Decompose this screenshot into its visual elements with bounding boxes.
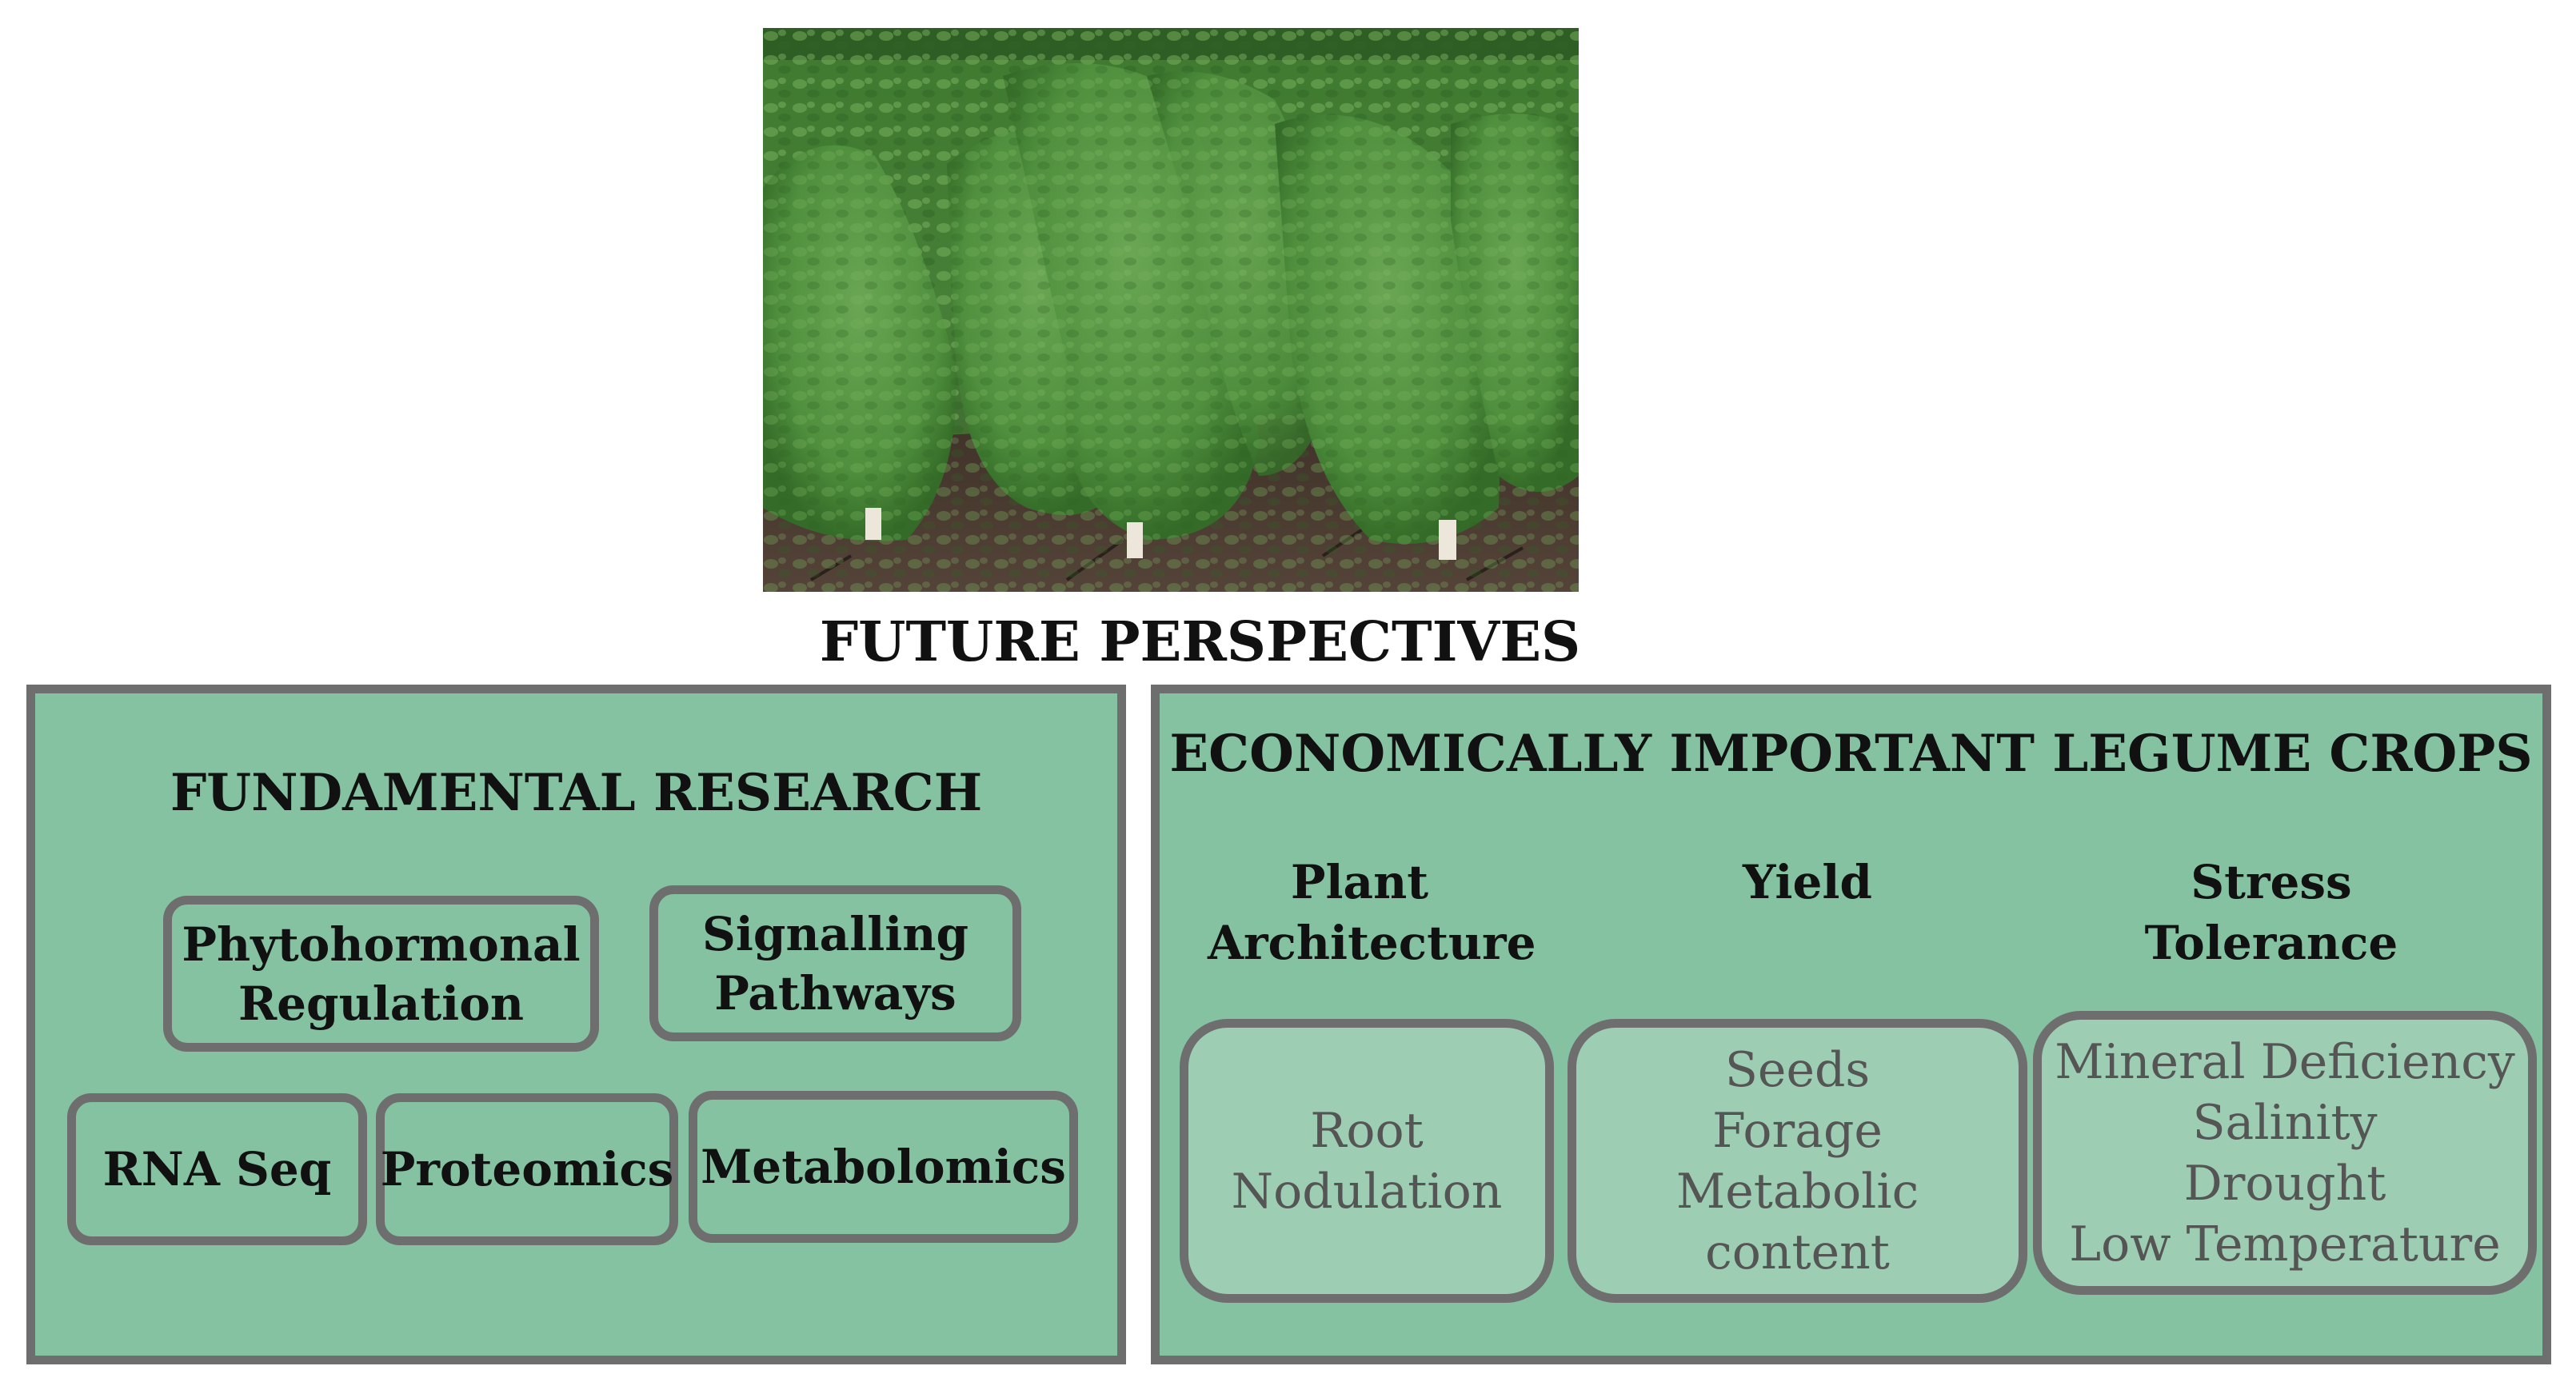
fundamental-research-panel: FUNDAMENTAL RESEARCH Phytohormonal Regul… — [26, 685, 1126, 1364]
stress-tolerance-box: Mineral Deficiency Salinity Drought Low … — [2033, 1011, 2537, 1295]
plant-architecture-box: Root Nodulation — [1180, 1019, 1554, 1303]
fundamental-research-heading: FUNDAMENTAL RESEARCH — [170, 763, 983, 823]
soybean-field-photo — [763, 28, 1579, 592]
yield-label: Yield — [1743, 855, 1872, 909]
main-title: FUTURE PERSPECTIVES — [819, 610, 1581, 674]
stress-tolerance-label: Stress Tolerance — [2144, 855, 2398, 970]
signalling-pathways-box: Signalling Pathways — [649, 885, 1021, 1041]
metabolomics-box: Metabolomics — [689, 1091, 1078, 1243]
yield-box: Seeds Forage Metabolic content — [1568, 1019, 2027, 1303]
legume-crops-panel: ECONOMICALLY IMPORTANT LEGUME CROPS Plan… — [1151, 685, 2551, 1364]
legume-crops-heading: ECONOMICALLY IMPORTANT LEGUME CROPS — [1169, 724, 2533, 784]
phytohormonal-regulation-box: Phytohormonal Regulation — [163, 896, 599, 1052]
plant-architecture-label: Plant Architecture — [1208, 855, 1536, 970]
proteomics-box: Proteomics — [376, 1093, 678, 1245]
rna-seq-box: RNA Seq — [67, 1093, 367, 1245]
